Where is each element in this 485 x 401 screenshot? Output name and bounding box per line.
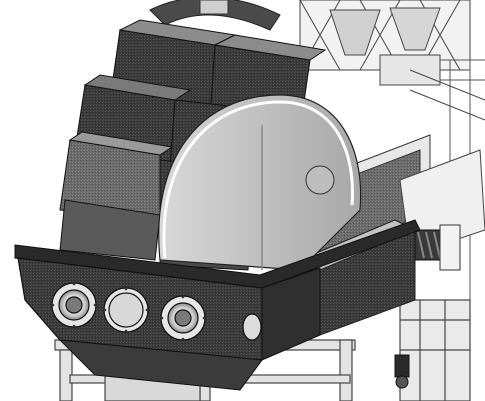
port-right	[160, 295, 206, 341]
port-small	[242, 313, 262, 341]
valve	[394, 354, 410, 389]
flange	[199, 0, 229, 15]
port-bolts	[51, 282, 206, 341]
feed-pipe	[149, 0, 281, 31]
screw-conveyor	[414, 224, 461, 271]
port-center	[103, 287, 149, 333]
tank-rim	[14, 219, 421, 289]
port-left	[51, 282, 97, 328]
side-disc	[158, 94, 362, 271]
disc-hub	[305, 165, 335, 195]
